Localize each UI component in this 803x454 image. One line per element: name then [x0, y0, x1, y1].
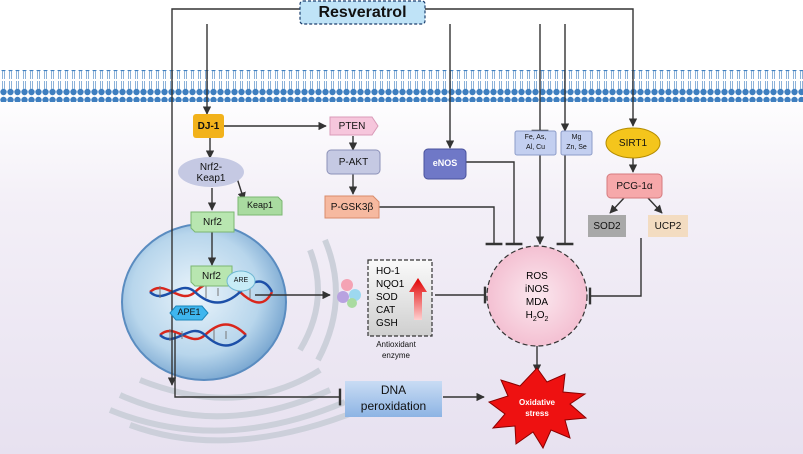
dna-peroxidation-box — [345, 381, 442, 417]
ros-list: ROS iNOS MDA H2O2 — [507, 270, 567, 326]
enzyme-item: SOD — [376, 292, 398, 303]
p-akt-label: P-AKT — [338, 156, 369, 168]
dna-peroxidation-line1: DNA — [380, 383, 407, 398]
p-akt-node — [326, 149, 381, 175]
resveratrol-label: Resveratrol — [318, 3, 407, 21]
resveratrol-box — [299, 0, 426, 25]
enos-label: eNOS — [432, 158, 458, 169]
dj1-node — [193, 114, 224, 138]
oxidative-stress-burst — [487, 367, 588, 450]
p-gsk3b-label: P-GSK3β — [330, 201, 374, 213]
are-label: ARE — [233, 277, 249, 285]
oxidative-stress-line1: Oxidative — [518, 397, 555, 407]
enzyme-cluster-icon — [337, 279, 361, 308]
oxidative-stress-line2: stress — [525, 408, 549, 418]
pten-node — [329, 116, 379, 136]
antioxidant-caption-line2: enzyme — [381, 351, 410, 361]
p-gsk3b-node — [324, 195, 380, 219]
ucp2-node — [648, 215, 688, 237]
pgc1a-node — [606, 173, 663, 199]
enzyme-item: GSH — [376, 318, 398, 329]
increase-arrow-icon — [409, 278, 427, 320]
dna-peroxidation-line2: peroxidation — [360, 399, 427, 414]
keap1-label: Keap1 — [246, 200, 274, 211]
ucp2-label: UCP2 — [654, 220, 682, 232]
metals-line1: Fe, As, — [524, 134, 547, 142]
metals-trace-node — [560, 130, 593, 156]
sod2-label: SOD2 — [593, 220, 621, 232]
nrf2-cytoplasmic-node — [190, 211, 235, 233]
antioxidant-enzyme-list: HO-1 NQO1 SOD CAT GSH — [376, 265, 412, 330]
trace-line1: Mg — [571, 134, 582, 142]
ros-item: iNOS — [525, 284, 549, 295]
pten-label: PTEN — [338, 120, 366, 132]
trace-line2: Zn, Se — [566, 144, 587, 152]
enzyme-item: CAT — [376, 305, 396, 316]
ros-item: MDA — [525, 297, 549, 308]
nrf2-keap1-label: Nrf2-Keap1 — [196, 162, 226, 184]
are-node — [226, 270, 256, 292]
keap1-node — [237, 196, 283, 216]
metals-toxic-node — [514, 130, 557, 156]
nrf2-cyto-label: Nrf2 — [203, 216, 222, 228]
cell-membrane — [0, 70, 803, 102]
sod2-node — [588, 215, 626, 237]
enzyme-item: NQO1 — [376, 279, 405, 290]
sirt1-node — [605, 127, 661, 159]
dj1-label: DJ-1 — [197, 120, 220, 132]
pgc1a-label: PCG-1α — [616, 180, 653, 192]
ros-circle — [486, 245, 588, 347]
nrf2-nuclear-node — [190, 265, 233, 287]
enos-node — [423, 148, 467, 180]
antioxidant-caption-line1: Antioxidant — [376, 340, 416, 350]
nrf2-keap1-node — [178, 157, 244, 187]
sirt1-label: SIRT1 — [618, 137, 648, 149]
nrf2-nuclear-label: Nrf2 — [202, 270, 221, 282]
metals-line2: Al, Cu — [525, 144, 546, 152]
enzyme-item: HO-1 — [376, 266, 400, 277]
ape1-node — [169, 305, 209, 321]
ros-item: ROS — [526, 271, 548, 282]
ape1-label: APE1 — [177, 307, 201, 318]
h2o2-label: H2O2 — [525, 310, 549, 323]
